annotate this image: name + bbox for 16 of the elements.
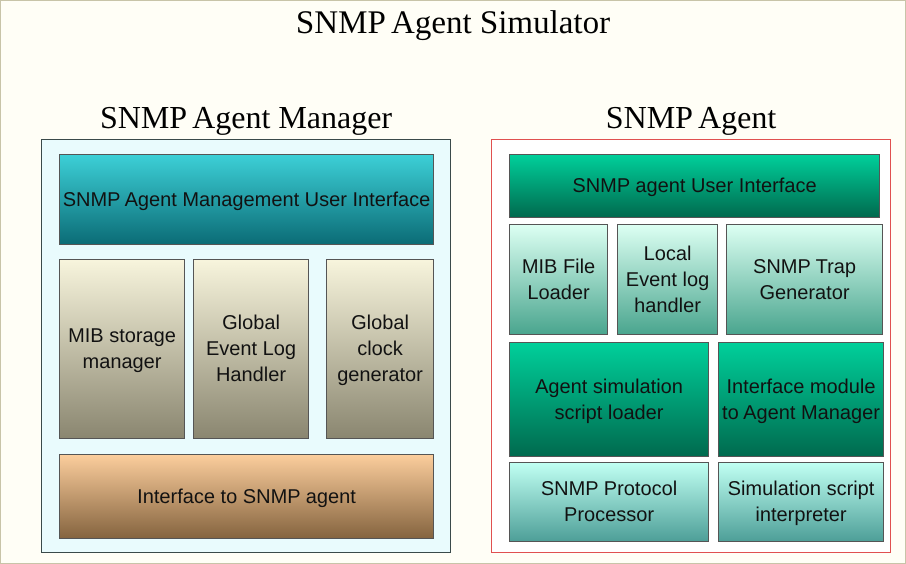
group-heading: SNMP Agent Simulator	[294, 5, 612, 42]
module-box: Agent simulation script loader	[509, 342, 709, 457]
module-box: SNMP Agent Management User Interface	[59, 154, 434, 245]
module-box: SNMP agent User Interface	[509, 154, 880, 218]
module-box: Simulation script interpreter	[718, 462, 884, 542]
module-box: SNMP Trap Generator	[726, 224, 883, 335]
module-box: Global clock generator	[326, 259, 434, 439]
module-box: SNMP Protocol Processor	[509, 462, 709, 542]
module-box: Global Event Log Handler	[193, 259, 309, 439]
group-heading: SNMP Agent Manager	[98, 98, 394, 137]
module-box: Local Event log handler	[617, 224, 718, 335]
module-box: Interface to SNMP agent	[59, 454, 434, 539]
module-box: Interface module to Agent Manager	[718, 342, 884, 457]
module-box: MIB storage manager	[59, 259, 185, 439]
group-heading: SNMP Agent	[604, 98, 778, 137]
module-box: MIB File Loader	[509, 224, 608, 335]
